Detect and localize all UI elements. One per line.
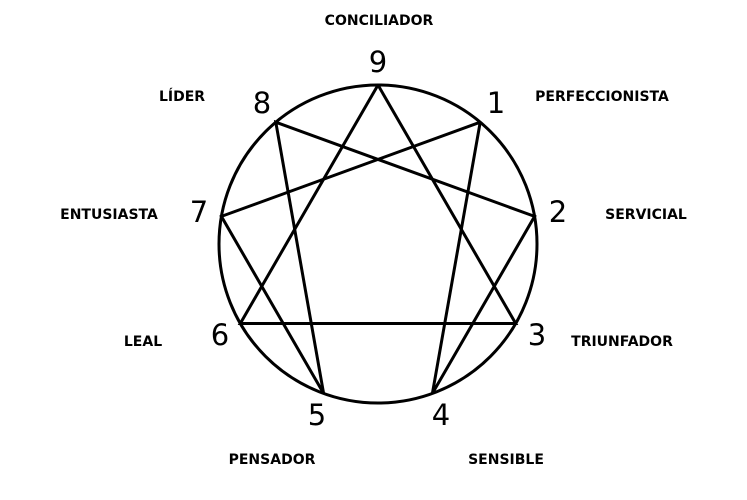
label-perfeccionista: PERFECCIONISTA <box>535 89 669 105</box>
enneagram-circle <box>217 83 539 405</box>
point-number-8: 8 <box>253 86 271 120</box>
point-number-1: 1 <box>487 86 505 120</box>
point-number-5: 5 <box>308 398 326 432</box>
label-triunfador: TRIUNFADOR <box>571 334 673 350</box>
label-leal: LEAL <box>124 334 162 350</box>
point-number-4: 4 <box>432 398 450 432</box>
label-pensador: PENSADOR <box>229 452 316 468</box>
point-number-9: 9 <box>369 45 387 79</box>
label-sensible: SENSIBLE <box>468 452 544 468</box>
point-number-6: 6 <box>211 318 229 352</box>
triangle-lines <box>237 84 519 325</box>
hexad-lines <box>219 119 537 395</box>
label-conciliador: CONCILIADOR <box>325 13 434 29</box>
point-number-2: 2 <box>549 195 567 229</box>
point-number-7: 7 <box>190 195 208 229</box>
label-lider: LÍDER <box>159 88 205 105</box>
point-number-3: 3 <box>528 318 546 352</box>
label-entusiasta: ENTUSIASTA <box>60 207 158 223</box>
label-servicial: SERVICIAL <box>605 207 687 223</box>
